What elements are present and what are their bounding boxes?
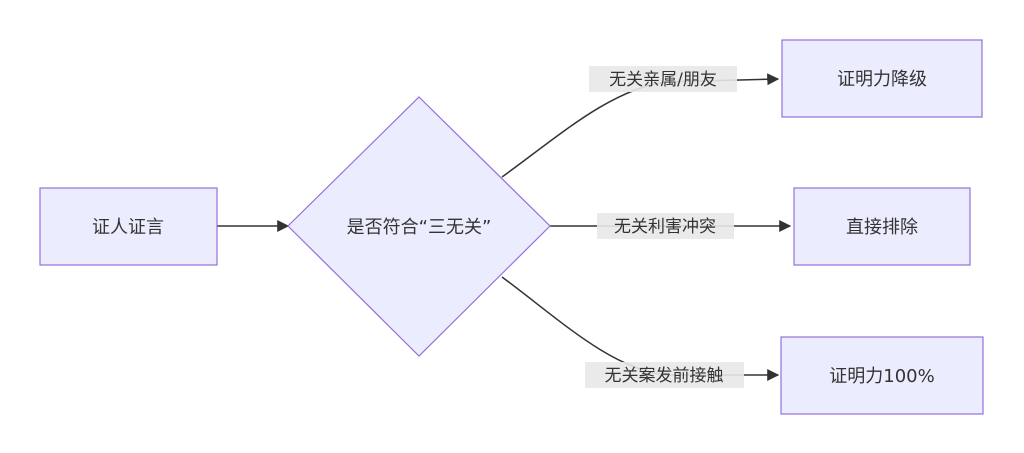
node-full: 证明力100% <box>780 336 984 415</box>
node-exclude-label: 直接排除 <box>846 217 918 238</box>
node-decision: 是否符合“三无关” <box>287 96 551 357</box>
edge-label-contact: 无关案发前接触 <box>585 362 744 388</box>
edge-label-interest: 无关利害冲突 <box>597 213 734 239</box>
edge-decision-to-reduce <box>501 73 780 178</box>
node-decision-label: 是否符合“三无关” <box>347 217 492 238</box>
edge-decision-to-full <box>501 276 780 381</box>
node-reduce: 证明力降级 <box>781 39 983 118</box>
edge-label-interest-text: 无关利害冲突 <box>614 217 716 237</box>
edge-label-relatives: 无关亲属/朋友 <box>589 66 737 92</box>
node-exclude: 直接排除 <box>793 187 971 266</box>
node-testimony-label: 证人证言 <box>92 217 164 238</box>
edge-label-relatives-text: 无关亲属/朋友 <box>609 70 717 90</box>
edge-label-contact-text: 无关案发前接触 <box>605 366 724 386</box>
node-full-label: 证明力100% <box>829 366 934 387</box>
node-reduce-label: 证明力降级 <box>837 69 927 90</box>
node-testimony: 证人证言 <box>39 187 218 266</box>
